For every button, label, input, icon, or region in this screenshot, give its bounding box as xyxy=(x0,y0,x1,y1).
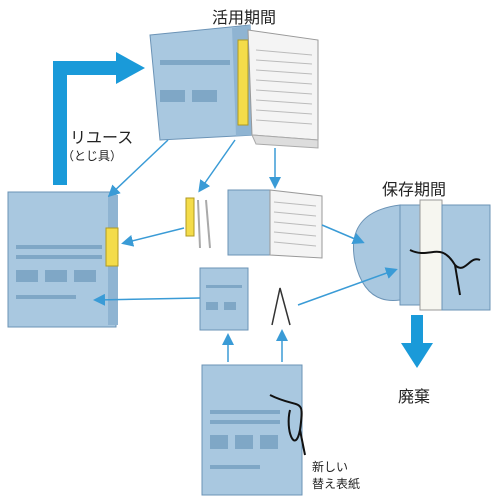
new-cover-label-1: 新しい xyxy=(312,460,349,474)
folder-reuse xyxy=(7,191,119,328)
new-cover xyxy=(201,364,306,496)
reuse-label: リユース xyxy=(70,128,134,147)
folder-in-use xyxy=(149,24,319,149)
flow-arrows xyxy=(93,139,398,362)
folder-center xyxy=(227,189,323,259)
reuse-loop-arrow xyxy=(53,52,145,185)
cover-small xyxy=(199,267,249,331)
storage-period-label: 保存期間 xyxy=(382,180,447,199)
new-cover-label-2: 替え表紙 xyxy=(312,477,361,491)
wire-fastener-icon xyxy=(271,287,291,326)
disposal-arrow xyxy=(401,315,433,368)
reuse-sub-label: （とじ具） xyxy=(62,149,123,163)
disposal-label: 廃棄 xyxy=(398,387,431,406)
storage-box xyxy=(353,199,491,311)
binding-clip-icon xyxy=(185,197,211,249)
usage-period-label: 活用期間 xyxy=(212,8,277,27)
